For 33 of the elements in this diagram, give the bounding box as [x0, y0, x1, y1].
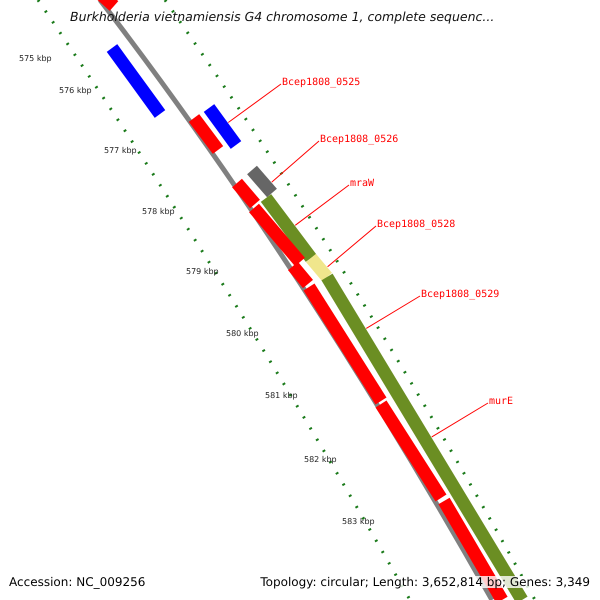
- accession-text: Accession: NC_009256: [9, 576, 146, 588]
- scale-label: 580 kbp: [226, 330, 259, 338]
- gene-feature: [232, 178, 260, 208]
- scale-label: 582 kbp: [304, 456, 337, 464]
- gene-feature: [304, 284, 386, 404]
- leader-line: [294, 184, 350, 226]
- gene-label: Bcep1808_0526: [320, 135, 398, 145]
- leader-line: [271, 140, 320, 183]
- gene-label: mraW: [350, 179, 374, 189]
- scale-label: 578 kbp: [142, 208, 175, 216]
- scale-label: 577 kbp: [104, 147, 137, 155]
- gene-label: Bcep1808_0528: [377, 220, 456, 230]
- gene-feature: [260, 194, 316, 262]
- leader-line: [327, 226, 376, 268]
- gene-feature: [249, 204, 305, 266]
- gene-feature: [306, 254, 332, 282]
- gene-feature: [288, 262, 313, 288]
- gene-feature: [204, 104, 242, 149]
- scale-label: 575 kbp: [19, 55, 52, 63]
- leader-line: [431, 402, 488, 438]
- gene-feature: [247, 166, 277, 198]
- scale-label: 576 kbp: [59, 87, 92, 95]
- gene-feature: [106, 44, 166, 118]
- leader-line: [366, 296, 420, 329]
- scale-label: 583 kbp: [342, 518, 375, 526]
- diagram-title: Burkholderia vietnamiensis G4 chromosome 1, complete sequenc...: [70, 11, 494, 24]
- gene-label: Bcep1808_0525: [282, 78, 360, 88]
- gene-label: murE: [489, 397, 514, 407]
- gene-feature: [188, 114, 224, 154]
- leader-line: [228, 84, 282, 123]
- summary-text: Topology: circular; Length: 3,652,814 bp; Genes: 3,349: [260, 576, 590, 588]
- scale-label: 581 kbp: [265, 392, 298, 400]
- scale-label: 579 kbp: [186, 268, 219, 276]
